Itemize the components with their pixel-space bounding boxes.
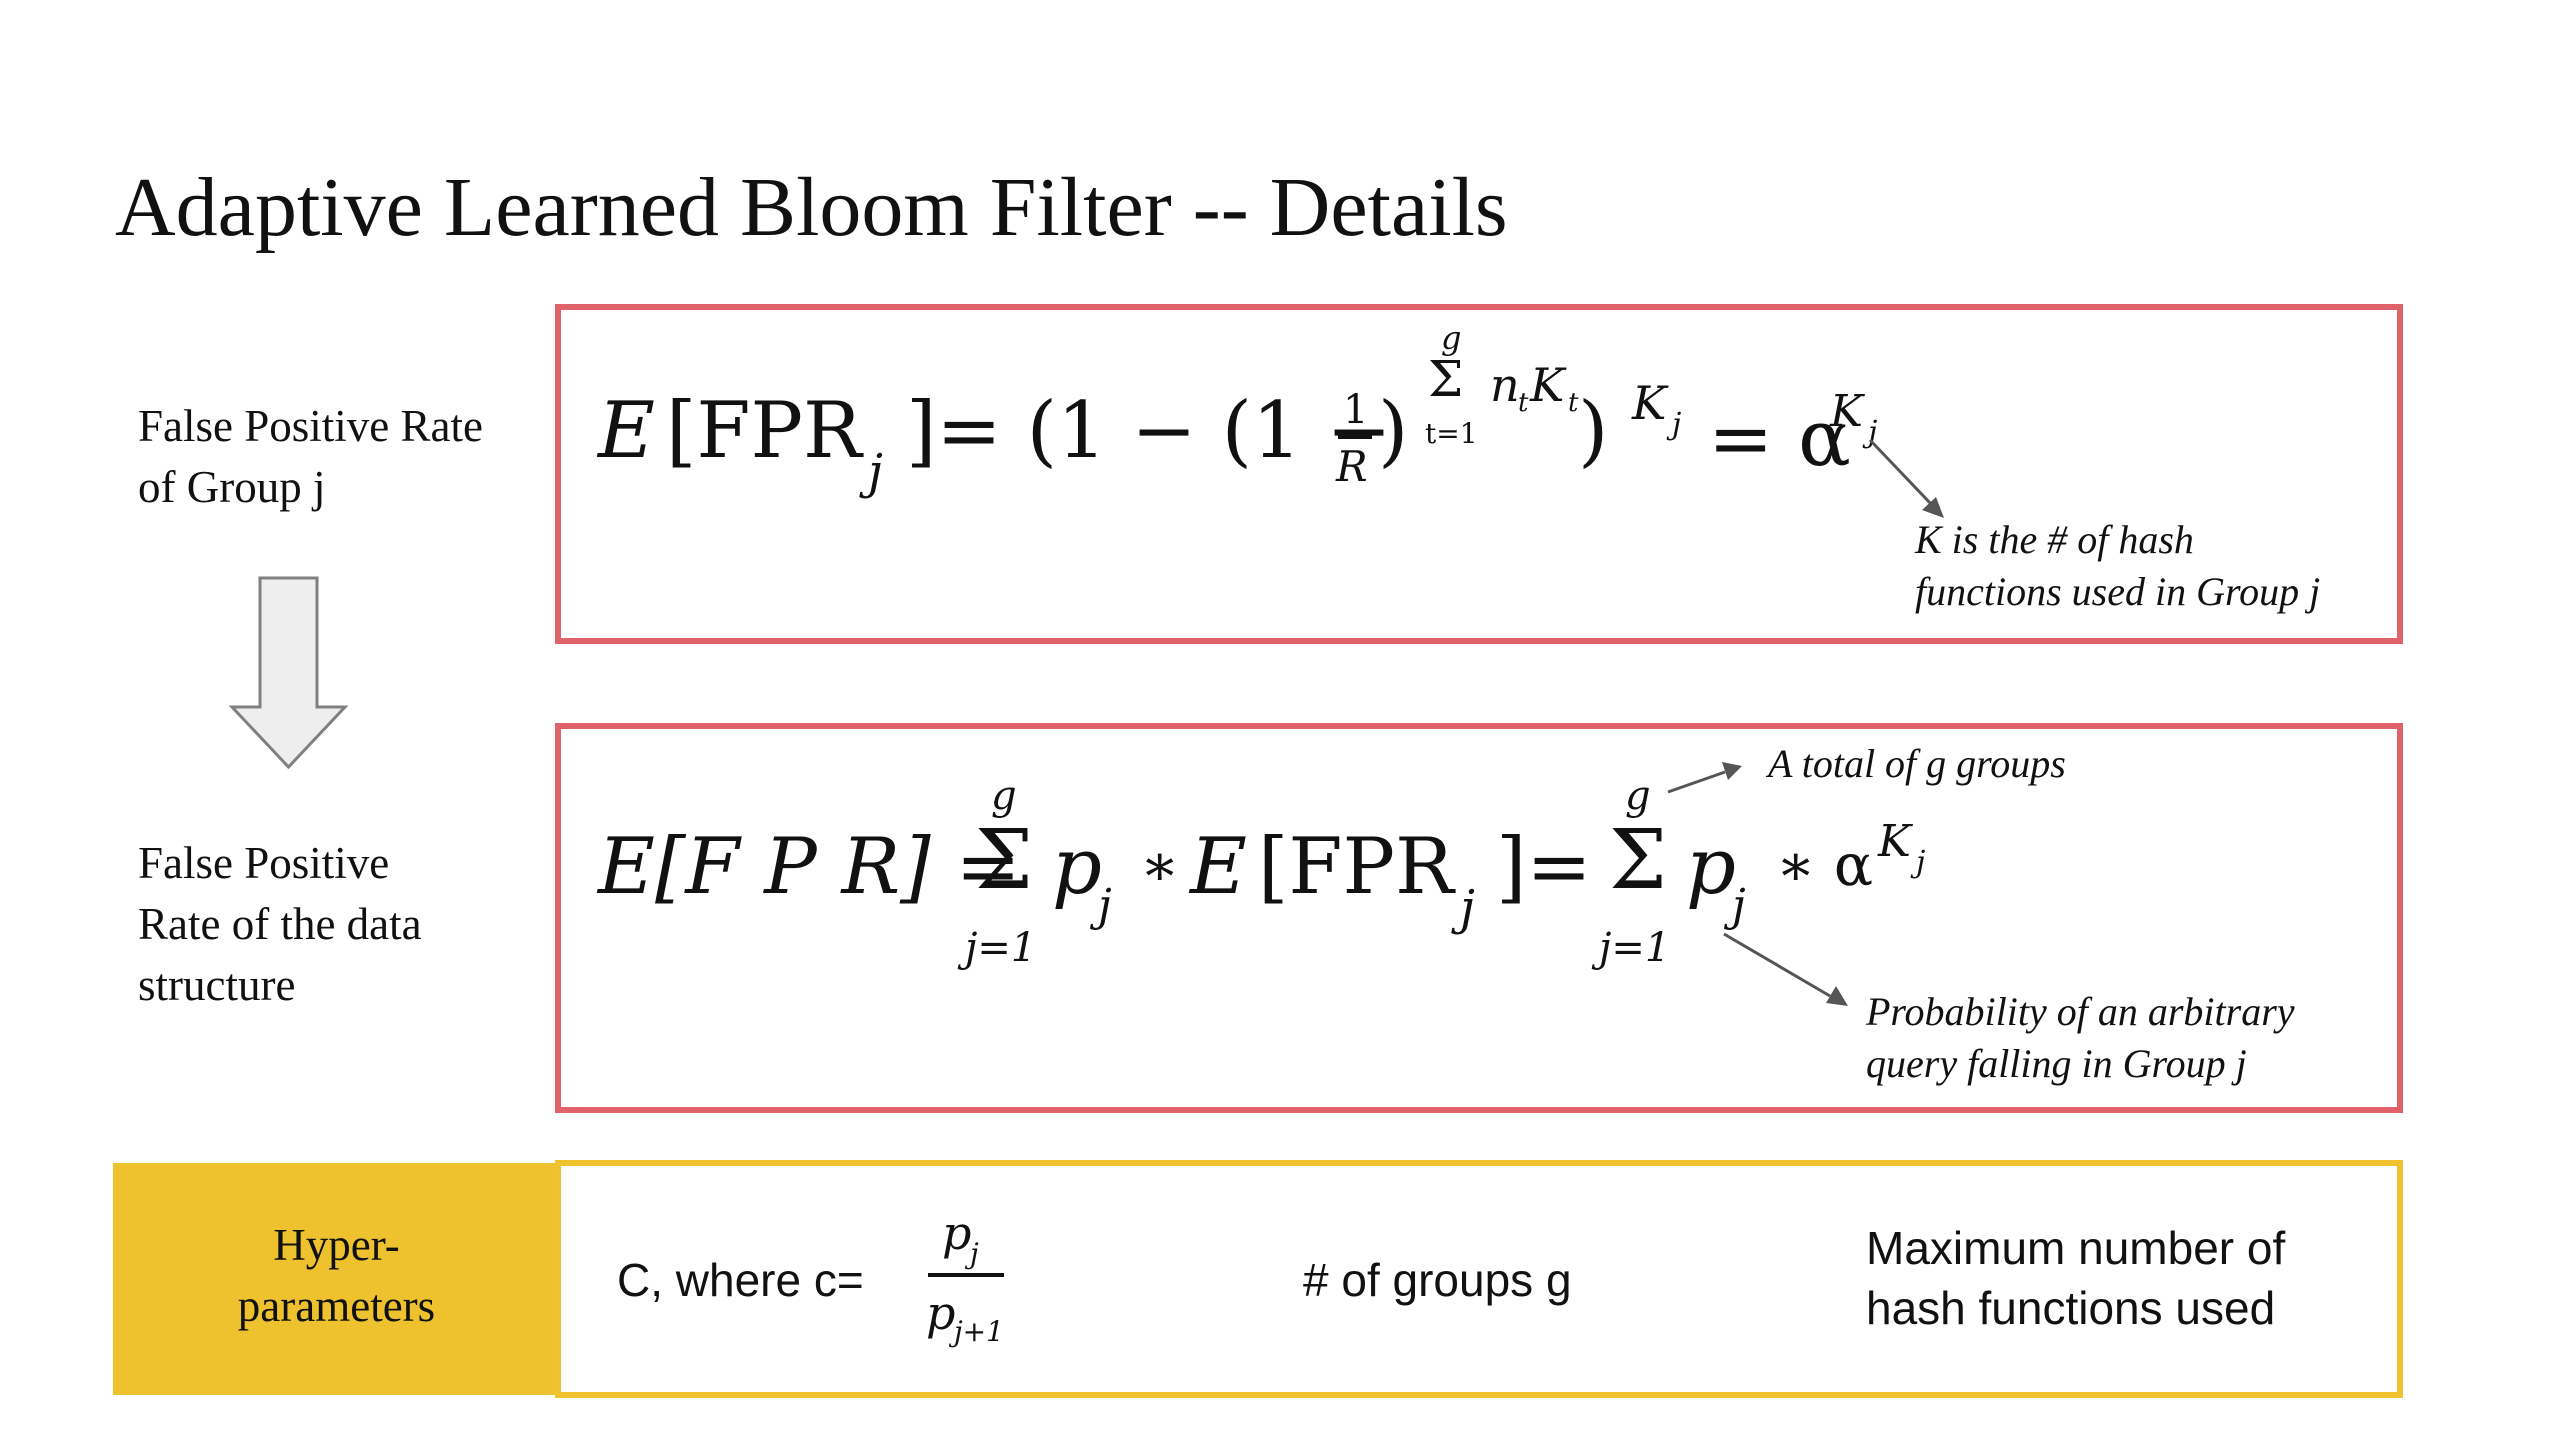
f2-p2-sub: j bbox=[1732, 880, 1746, 931]
f1-eq-alpha: = α bbox=[1708, 394, 1851, 484]
f2-lhs: E[F P R] = bbox=[598, 822, 1021, 912]
f2-star1: ∗ bbox=[1140, 831, 1180, 899]
f1-alpha-K: K bbox=[1830, 386, 1863, 437]
f1-outer-K-sub: j bbox=[1672, 407, 1682, 442]
f2-E: E bbox=[1190, 822, 1247, 912]
hyperparameters-box bbox=[555, 1160, 2403, 1398]
note-probability: Probability of an arbitrary query fallin… bbox=[1866, 986, 2295, 1090]
f1-sum-bottom: t=1 bbox=[1425, 417, 1478, 450]
f1-sub-j: j bbox=[868, 444, 883, 500]
hp-frac-num-sub: j bbox=[970, 1237, 979, 1270]
note-line: query falling in Group j bbox=[1866, 1041, 2247, 1086]
f2-sum2-symbol: Σ bbox=[1609, 813, 1667, 908]
f2-alpha-K: K bbox=[1878, 816, 1911, 867]
hp-frac-line bbox=[928, 1273, 1004, 1277]
hp-groups: # of groups g bbox=[1303, 1254, 1572, 1306]
f1-frac-num: 1 bbox=[1343, 387, 1369, 433]
f2-bracket-fpr: [FPR bbox=[1258, 822, 1454, 912]
f1-frac-line bbox=[1338, 435, 1372, 439]
f1-sum-symbol: Σ bbox=[1428, 350, 1464, 408]
note-total-arrow bbox=[1667, 762, 1742, 794]
f2-alpha-K-sub: j bbox=[1916, 845, 1926, 880]
hp-max-hash: Maximum number of hash functions used bbox=[1866, 1218, 2285, 1338]
f2-p1-sub: j bbox=[1098, 880, 1112, 931]
f1-eq-part: ]= (1 − (1 − bbox=[906, 386, 1392, 476]
note-line: K is the # of hash bbox=[1915, 517, 2194, 562]
hp-frac-den-p: p bbox=[926, 1286, 956, 1340]
f1-close-paren: ) bbox=[1578, 386, 1609, 476]
label-line: Hyper- bbox=[273, 1220, 400, 1270]
note1-arrow bbox=[1868, 438, 1944, 518]
hyperparameters-label: Hyper- parameters bbox=[113, 1215, 560, 1337]
formula-box-group-fpr bbox=[555, 304, 2403, 644]
f1-exp-n-sub: t bbox=[1518, 388, 1529, 418]
hp-frac-num-p: p bbox=[942, 1206, 972, 1260]
label-structure-fpr: False Positive Rate of the data structur… bbox=[138, 833, 422, 1016]
f1-outer-K: K bbox=[1632, 376, 1667, 430]
note-total-groups: A total of g groups bbox=[1768, 741, 2066, 786]
f1-frac-den: R bbox=[1336, 442, 1368, 491]
note-prob-arrow bbox=[1723, 932, 1848, 1006]
f2-p1: p bbox=[1052, 822, 1102, 912]
f2-sum2-bottom: j=1 bbox=[1599, 925, 1671, 971]
f1-E: E bbox=[598, 386, 655, 476]
f1-exp-K-sub: t bbox=[1568, 388, 1579, 418]
f2-sub-j: j bbox=[1460, 880, 1475, 936]
hp-c-text: C, where c= bbox=[617, 1254, 864, 1306]
label-group-fpr: False Positive Rate of Group j bbox=[138, 396, 483, 518]
f1-paren: ) bbox=[1378, 386, 1409, 476]
f1-bracket-fpr: [FPR bbox=[666, 386, 862, 476]
f2-eq: ]= bbox=[1496, 822, 1592, 912]
f2-sum1-bottom: j=1 bbox=[965, 925, 1037, 971]
label-line: parameters bbox=[237, 1281, 436, 1331]
f1-exp-K: K bbox=[1530, 358, 1565, 412]
label-line: False Positive Rate bbox=[138, 401, 483, 451]
f2-star-alpha: ∗ α bbox=[1776, 831, 1874, 899]
label-line: Rate of the data bbox=[138, 899, 422, 949]
f2-sum1-symbol: Σ bbox=[975, 813, 1033, 908]
note-line: functions used in Group j bbox=[1915, 569, 2321, 614]
note-line: Probability of an arbitrary bbox=[1866, 989, 2295, 1034]
label-line: False Positive bbox=[138, 838, 390, 888]
formula-box-structure-fpr bbox=[555, 723, 2403, 1113]
label-line: structure bbox=[138, 960, 296, 1010]
f2-p2: p bbox=[1686, 822, 1736, 912]
note-hash-functions: K is the # of hash functions used in Gro… bbox=[1915, 514, 2320, 618]
f1-alpha-K-sub: j bbox=[1868, 415, 1878, 450]
down-arrow-icon bbox=[228, 576, 349, 770]
hp-max-hash-line: hash functions used bbox=[1866, 1282, 2276, 1334]
label-line: of Group j bbox=[138, 462, 326, 512]
f1-exp-n: n bbox=[1490, 358, 1520, 412]
f1-sum-top: g bbox=[1441, 319, 1462, 357]
page-title: Adaptive Learned Bloom Filter -- Details bbox=[115, 161, 1508, 254]
f2-sum2-top: g bbox=[1625, 773, 1651, 819]
hyperparameters-header: Hyper- parameters bbox=[113, 1163, 560, 1395]
hp-frac-den-sub: j+1 bbox=[954, 1315, 1004, 1348]
f2-sum1-top: g bbox=[991, 773, 1017, 819]
hp-max-hash-line: Maximum number of bbox=[1866, 1222, 2286, 1274]
